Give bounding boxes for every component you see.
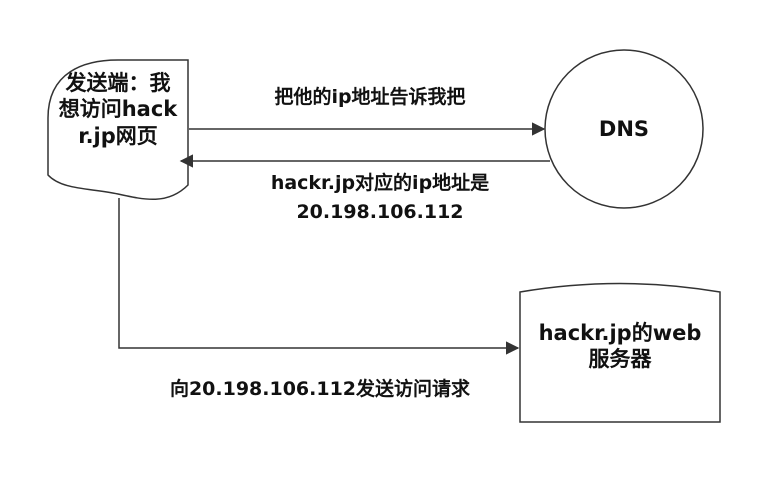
dns-node-label: DNS xyxy=(598,117,650,141)
webserver-node-label: hackr.jp的web服务器 xyxy=(538,321,702,372)
webserver-node-shape xyxy=(519,282,721,423)
visit-edge-label: 向20.198.106.112发送访问请求 xyxy=(169,378,471,400)
reply-edge-label-line1: hackr.jp对应的ip地址是 xyxy=(270,172,490,194)
sender-node-label: 发送端：我想访问hackr.jp网页 xyxy=(58,71,178,148)
ask-edge-label: 把他的ip地址告诉我把 xyxy=(274,86,466,108)
visit-arrow xyxy=(118,198,520,355)
sender-node-shape xyxy=(47,59,189,201)
reply-edge-label-line2: 20.198.106.112 xyxy=(296,201,464,223)
